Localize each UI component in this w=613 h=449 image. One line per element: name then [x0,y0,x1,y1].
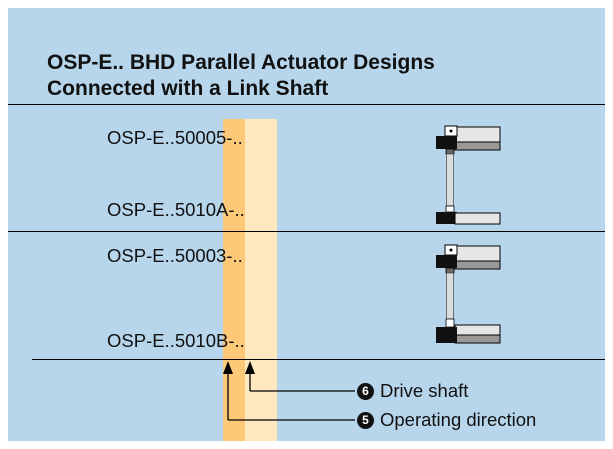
parallel-actuator-pair-illustration [436,125,501,225]
model-label: OSP-E..5010A-.. [107,199,245,220]
callout-number-badge: 5 [357,411,374,429]
model-label: OSP-E..5010B-.. [107,330,245,351]
legend-label: Drive shaft [380,380,469,401]
operating-direction-highlight [223,119,245,441]
arrow-up-icon [223,361,233,374]
actuator-icon [436,318,501,344]
model-label: OSP-E..50003-.. [107,245,243,266]
divider [32,359,605,360]
legend-item-drive-shaft: 6 Drive shaft [357,380,468,402]
actuator-icon [436,125,501,155]
title-line-1: OSP-E.. BHD Parallel Actuator Designs [47,51,435,74]
design-panel: OSP-E.. BHD Parallel Actuator Designs Co… [8,8,605,441]
legend-label: Operating direction [380,409,537,430]
page-title: OSP-E.. BHD Parallel Actuator Designs Co… [47,50,587,102]
legend-leader-lines [223,361,355,421]
arrow-up-icon [245,361,255,374]
title-line-2: Connected with a Link Shaft [47,77,329,100]
parallel-actuator-pair-illustration [436,244,501,344]
actuator-icon [436,244,501,274]
legend-item-operating-direction: 5 Operating direction [357,409,536,431]
divider [8,104,605,105]
callout-number-badge: 6 [357,382,374,400]
model-label: OSP-E..50005-.. [107,127,243,148]
actuator-icon [436,205,501,225]
divider [8,231,605,232]
